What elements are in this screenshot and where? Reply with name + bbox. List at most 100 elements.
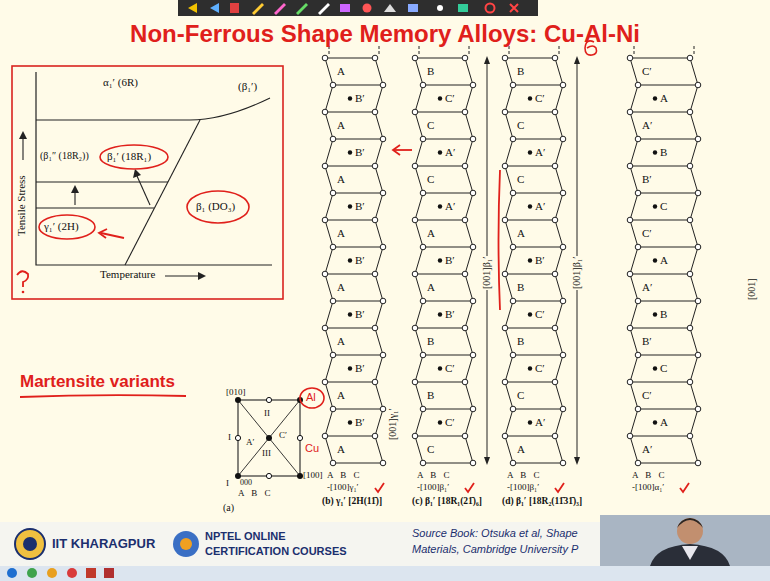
- atom: [627, 433, 633, 439]
- nptel-logo: [180, 538, 192, 550]
- atom: [687, 55, 693, 61]
- atom: [297, 435, 302, 440]
- layer-plane: [415, 58, 465, 59]
- atom: [552, 55, 558, 61]
- stacking-edge: [690, 193, 698, 220]
- layer-plane: [415, 220, 465, 221]
- toolbar-icon: [384, 4, 396, 12]
- atom: [380, 298, 386, 304]
- taskbar-icon: [27, 568, 37, 578]
- axis-label: [001]: [746, 278, 758, 300]
- direction-label: -[100]β₁′: [507, 482, 539, 492]
- layer-plane: [505, 112, 555, 113]
- taskbar-icon: [104, 568, 114, 578]
- atom: [438, 150, 442, 154]
- annotation-check: [555, 483, 564, 492]
- dashed-extension: [329, 46, 330, 55]
- stacking-edge: [375, 112, 383, 139]
- stacking-letter: A′: [535, 416, 545, 429]
- phase-boundary: [36, 207, 154, 208]
- stacking-edge: [415, 355, 423, 382]
- stacking-letter: A′: [535, 146, 545, 159]
- atom: [348, 96, 352, 100]
- atom: [560, 190, 566, 196]
- stacking-edge: [555, 382, 563, 409]
- atom: [687, 379, 693, 385]
- atom: [372, 217, 378, 223]
- atom: [372, 433, 378, 439]
- atom: [552, 379, 558, 385]
- stacking-edge: [690, 220, 698, 247]
- stacking-edge: [415, 274, 423, 301]
- atom: [653, 204, 657, 208]
- phase-boundary: [125, 120, 200, 265]
- stacking-letter: B′: [355, 146, 365, 159]
- annotation-check: [375, 483, 384, 492]
- stacking-edge: [630, 355, 638, 382]
- atom: [510, 82, 516, 88]
- stacking-letter: C: [517, 119, 524, 132]
- layer-plane: [513, 355, 563, 356]
- atom: [420, 352, 426, 358]
- atom: [412, 55, 418, 61]
- layer-plane: [325, 274, 375, 275]
- stacking-edge: [375, 139, 383, 166]
- layer-plane: [333, 193, 383, 194]
- atom: [412, 271, 418, 277]
- atom: [438, 312, 442, 316]
- stacking-letter: A: [517, 227, 525, 240]
- layer-plane: [630, 274, 690, 275]
- layer-plane: [630, 382, 690, 383]
- stacking-edge: [555, 139, 563, 166]
- stacking-edge: [465, 355, 473, 382]
- direction-label: -[100]γ₁′: [327, 482, 359, 492]
- stacking-letter: C: [427, 173, 434, 186]
- stacking-letter: C′: [642, 389, 652, 402]
- stacking-edge: [325, 112, 333, 139]
- direction-label: [010]: [226, 387, 246, 397]
- stacking-letter: B′: [355, 308, 365, 321]
- stacking-edge: [465, 193, 473, 220]
- stacking-edge: [325, 220, 333, 247]
- atom: [510, 406, 516, 412]
- atom: [627, 163, 633, 169]
- stacking-edge: [505, 193, 513, 220]
- arrow-head: [484, 457, 490, 465]
- stacking-edge: [465, 247, 473, 274]
- axis-arrow: [22, 138, 23, 160]
- toolbar-icon: [210, 3, 219, 13]
- stacking-edge: [325, 139, 333, 166]
- layer-plane: [505, 58, 555, 59]
- atom: [372, 325, 378, 331]
- annotation-circle: [187, 191, 249, 223]
- stacking-edge: [555, 112, 563, 139]
- stacking-edge: [505, 436, 513, 463]
- taskbar-icon: [47, 568, 57, 578]
- stacking-edge: [465, 301, 473, 328]
- stacking-letter: B: [660, 146, 667, 159]
- stacking-edge: [555, 328, 563, 355]
- stacking-edge: [415, 166, 423, 193]
- toolbar-icon: [274, 3, 286, 15]
- toolbar-icon: [458, 4, 468, 12]
- layer-plane: [638, 193, 698, 194]
- atom: [235, 397, 241, 403]
- site-label: I: [226, 478, 229, 488]
- stacking-edge: [690, 166, 698, 193]
- presenter-hair: [677, 518, 703, 528]
- stacking-edge: [505, 220, 513, 247]
- stacking-edge: [630, 166, 638, 193]
- layer-plane: [333, 463, 383, 464]
- atom: [552, 163, 558, 169]
- atom-label: Cu: [305, 442, 319, 455]
- layer-plane: [415, 328, 465, 329]
- stacking-letter: B: [427, 335, 434, 348]
- layer-plane: [325, 436, 375, 437]
- stacking-letter: B′: [445, 308, 455, 321]
- atom: [528, 96, 532, 100]
- phase-label: β₁ (DO₃): [196, 200, 235, 213]
- stacking-letter: B: [517, 281, 524, 294]
- annotation-check: [465, 483, 474, 492]
- atom: [560, 352, 566, 358]
- stacking-letter: C: [427, 443, 434, 456]
